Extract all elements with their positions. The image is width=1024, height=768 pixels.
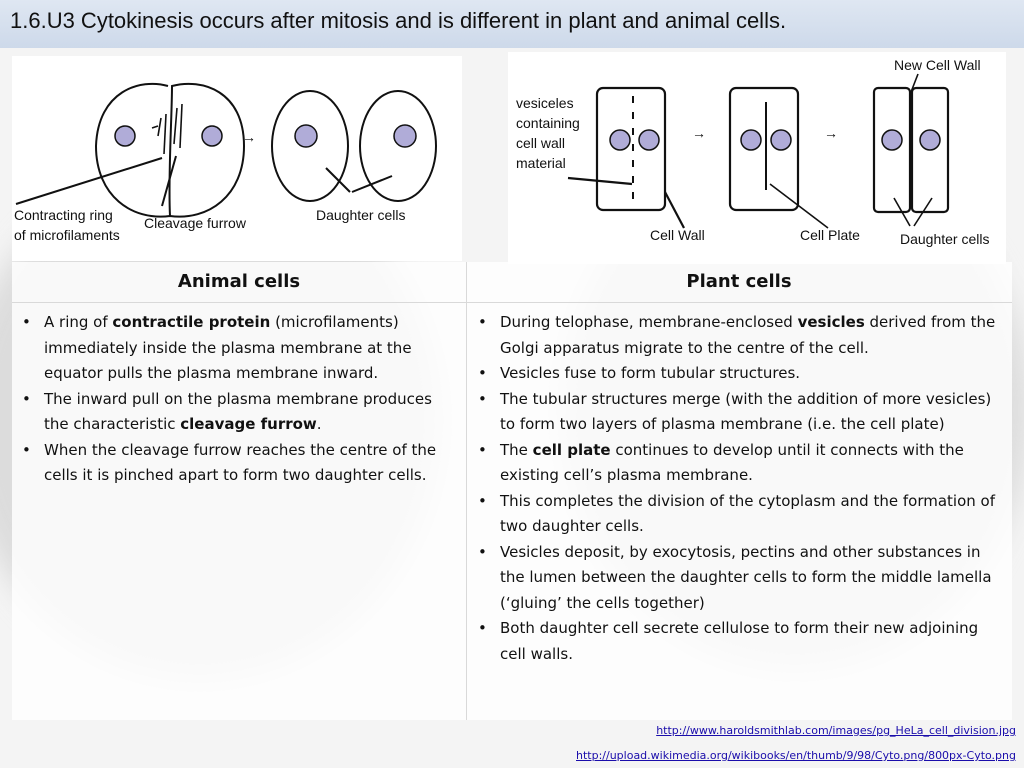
text-run: continues to develop until it connects w… bbox=[500, 440, 964, 485]
text-run: The tubular structures merge (with the a… bbox=[500, 389, 992, 434]
bold-term: cell plate bbox=[532, 440, 611, 459]
nucleus-icon bbox=[393, 124, 417, 148]
arrow-icon: → bbox=[824, 125, 838, 141]
arrow-icon: → bbox=[692, 125, 706, 141]
plant-cells-list: During telophase, membrane-enclosed vesi… bbox=[472, 310, 1008, 667]
animal-daughter-cells-label: Daughter cells bbox=[316, 207, 406, 223]
animal-diagram-svg: → Contracting ring of microfilaments Cle… bbox=[14, 82, 437, 243]
vesicles-label-line-2: containing bbox=[516, 115, 580, 131]
bold-term: cleavage furrow bbox=[180, 415, 317, 433]
nucleus-icon bbox=[114, 125, 136, 147]
list-item: Vesicles fuse to form tubular structures… bbox=[472, 361, 1008, 387]
animal-cells-header: Animal cells bbox=[177, 271, 301, 292]
cell-plate-label: Cell Plate bbox=[800, 227, 860, 243]
nucleus-icon bbox=[609, 129, 631, 151]
list-item: During telophase, membrane-enclosed vesi… bbox=[472, 310, 1008, 361]
column-divider bbox=[466, 262, 467, 720]
text-run: Vesicles deposit, by exocytosis, pectins… bbox=[500, 542, 992, 612]
animal-cells-list: A ring of contractile protein (microfila… bbox=[16, 310, 456, 489]
list-item: This completes the division of the cytop… bbox=[472, 489, 1008, 540]
text-run: . bbox=[316, 415, 322, 433]
vesicles-label-line-1: vesiceles bbox=[516, 95, 574, 111]
source-link-cyto[interactable]: http://upload.wikimedia.org/wikibooks/en… bbox=[576, 749, 1016, 762]
list-item: Both daughter cell secrete cellulose to … bbox=[472, 616, 1008, 667]
cleavage-furrow-label: Cleavage furrow bbox=[144, 215, 247, 231]
new-cell-wall-label: New Cell Wall bbox=[894, 57, 981, 73]
text-run: During telophase, membrane-enclosed bbox=[500, 313, 798, 331]
text-run: (microfilaments) immediately inside the … bbox=[44, 313, 412, 382]
list-item: A ring of contractile protein (microfila… bbox=[16, 310, 456, 387]
text-run: A ring of bbox=[44, 313, 113, 331]
source-link-hela[interactable]: http://www.haroldsmithlab.com/images/pg_… bbox=[656, 724, 1016, 737]
plant-cells-header: Plant cells bbox=[686, 271, 792, 292]
nucleus-icon bbox=[201, 125, 223, 147]
vesicles-label-line-3: cell wall bbox=[516, 135, 565, 151]
text-run: derived from the Golgi apparatus migrate… bbox=[500, 313, 996, 357]
bold-term: vesicles bbox=[797, 313, 865, 331]
arrow-icon: → bbox=[242, 129, 256, 145]
list-item: Vesicles deposit, by exocytosis, pectins… bbox=[472, 540, 1008, 617]
animal-cytokinesis-diagram: → Contracting ring of microfilaments Cle… bbox=[12, 56, 462, 261]
slide-title: 1.6.U3 Cytokinesis occurs after mitosis … bbox=[10, 8, 787, 33]
bold-term: contractile protein bbox=[112, 313, 271, 331]
microfilaments-label: of microfilaments bbox=[14, 227, 120, 243]
text-run: The bbox=[500, 440, 533, 459]
comparison-table: Animal cells Plant cells A ring of contr… bbox=[12, 262, 1012, 720]
nucleus-icon bbox=[294, 124, 318, 148]
nucleus-icon bbox=[919, 129, 941, 151]
contracting-ring-label: Contracting ring bbox=[14, 207, 113, 223]
text-run: The inward pull on the plasma membrane p… bbox=[44, 389, 432, 434]
list-item: The cell plate continues to develop unti… bbox=[472, 438, 1008, 489]
nucleus-icon bbox=[740, 129, 762, 151]
text-run: Both daughter cell secrete cellulose to … bbox=[500, 619, 979, 663]
list-item: The inward pull on the plasma membrane p… bbox=[16, 387, 456, 438]
cell-wall-label: Cell Wall bbox=[650, 227, 705, 243]
plant-diagram-svg: → → New Cell Wall vesiceles containing c… bbox=[516, 57, 990, 247]
plant-daughter-cells-label: Daughter cells bbox=[900, 231, 990, 247]
title-bar: 1.6.U3 Cytokinesis occurs after mitosis … bbox=[0, 0, 1024, 48]
plant-cytokinesis-diagram: → → New Cell Wall vesiceles containing c… bbox=[508, 52, 1006, 264]
nucleus-icon bbox=[881, 129, 903, 151]
vesicles-label-line-4: material bbox=[516, 155, 566, 171]
nucleus-icon bbox=[638, 129, 660, 151]
text-run: Vesicles fuse to form tubular structures… bbox=[500, 364, 801, 382]
text-run: When the cleavage furrow reaches the cen… bbox=[44, 440, 437, 485]
text-run: This completes the division of the cytop… bbox=[500, 491, 995, 536]
header-divider bbox=[12, 302, 1012, 303]
list-item: The tubular structures merge (with the a… bbox=[472, 387, 1008, 438]
nucleus-icon bbox=[770, 129, 792, 151]
list-item: When the cleavage furrow reaches the cen… bbox=[16, 438, 456, 489]
